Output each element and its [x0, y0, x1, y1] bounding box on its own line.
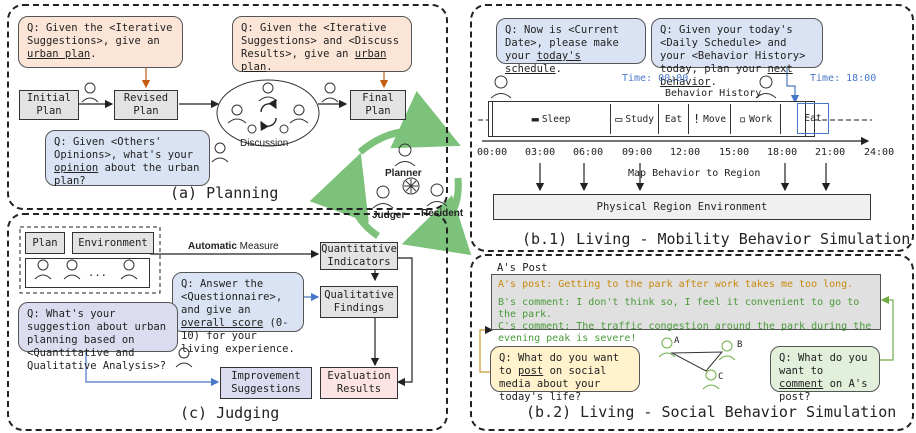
activity-work: ▫Work	[731, 104, 781, 134]
evaluation-results-box: Evaluation Results	[320, 367, 398, 399]
tick-1: 03:00	[525, 147, 556, 158]
tick-5: 15:00	[719, 147, 750, 158]
judging-people-icons	[34, 259, 193, 368]
question-discuss: Q: Given the <Iterative Suggestions> and…	[232, 16, 412, 73]
initial-plan-box: Initial Plan	[19, 90, 79, 120]
agent-icons	[372, 143, 448, 209]
environment-box: Environment	[72, 232, 154, 254]
social-panel	[470, 254, 914, 431]
behavior-timeline: ▬Sleep ▭Study Eat !Move ▫Work	[488, 101, 815, 137]
walk-icon: !	[692, 112, 701, 126]
cycle-icon	[260, 98, 277, 132]
question-opinion: Q: Given <Others' Opinions>, what's your…	[45, 130, 210, 187]
quantitative-indicators-box: Quantitative Indicators	[320, 242, 398, 270]
planning-panel	[7, 4, 448, 210]
final-plan-box: Final Plan	[350, 90, 406, 120]
node-a-label: A	[674, 336, 680, 346]
discussion-ellipse	[216, 79, 320, 147]
node-b-label: B	[737, 340, 743, 350]
tick-3: 09:00	[622, 147, 653, 158]
question-post: Q: What do you want to post on social me…	[490, 346, 640, 403]
physical-environment-box: Physical Region Environment	[493, 194, 871, 220]
arrow-q-improve	[85, 350, 220, 387]
question-next-behavior: Q: Given your today's <Daily Schedule> a…	[651, 18, 823, 88]
automatic-measure-label: Automatic Measure	[188, 241, 279, 252]
residents-box: ...	[25, 258, 150, 288]
tick-4: 12:00	[670, 147, 701, 158]
book-icon: ▭	[615, 112, 623, 126]
arrow-q-post	[479, 325, 494, 373]
planner-label: Planner	[385, 168, 422, 179]
comment-c: C's comment: The traffic congestion arou…	[498, 321, 872, 344]
post-text: A's post: Getting to the park after work…	[498, 279, 854, 290]
plan-box: Plan	[25, 232, 65, 254]
judger-label: Judger	[372, 210, 406, 221]
social-people-icons	[658, 337, 736, 390]
person-icon	[81, 82, 339, 163]
qualitative-findings-box: Qualitative Findings	[320, 286, 398, 318]
question-comment: Q: What do you want to comment on A's po…	[770, 346, 880, 403]
planning-caption: (a) Planning	[170, 184, 279, 202]
mobility-panel	[470, 4, 914, 252]
improvement-suggestions-box: Improvement Suggestions	[220, 367, 312, 399]
timeline-inner	[492, 102, 806, 136]
tick-7: 21:00	[815, 147, 846, 158]
arrow-q-comment	[880, 295, 894, 361]
activity-study: ▭Study	[611, 104, 659, 134]
judging-caption: (c) Judging	[180, 404, 280, 422]
question-iterative: Q: Given the <Iterative Suggestions>, gi…	[18, 16, 183, 68]
judging-panel	[7, 213, 448, 431]
comment-b: B's comment: I don't think so, I feel it…	[498, 297, 860, 320]
post-box: A's post: Getting to the park after work…	[491, 274, 881, 344]
revised-plan-box: Revised Plan	[114, 90, 178, 120]
tick-2: 06:00	[573, 147, 604, 158]
mobility-caption: (b.1) Living - Mobility Behavior Simulat…	[522, 230, 911, 248]
resident-label: Resident	[421, 208, 464, 219]
time-current: Time: 18:00	[810, 73, 877, 84]
map-behavior-label: Map Behavior to Region	[628, 168, 761, 179]
behavior-history-label: Behavior History	[665, 88, 762, 99]
activity-eat: Eat	[659, 104, 689, 134]
activity-eat-next: Eat	[797, 103, 829, 134]
mobility-person-icons	[490, 75, 777, 99]
activity-move: !Move	[689, 104, 731, 134]
tick-0: 00:00	[477, 147, 508, 158]
social-caption: (b.2) Living - Social Behavior Simulatio…	[526, 403, 897, 421]
question-questionnaire: Q: Answer the <Questionnaire>, and give …	[172, 272, 304, 355]
bed-icon: ▬	[531, 112, 539, 126]
social-network-triangle	[670, 351, 724, 372]
tick-6: 18:00	[767, 147, 798, 158]
judging-input-group	[19, 226, 161, 294]
center-cycle-arrows	[309, 90, 472, 256]
node-c-label: C	[718, 372, 724, 382]
arrow-q-next	[786, 68, 800, 104]
discussion-label: Discussion	[240, 138, 289, 149]
map-arrows	[535, 163, 831, 192]
tick-8: 24:00	[864, 147, 895, 158]
question-suggestion: Q: What's your suggestion about urban pl…	[18, 302, 178, 372]
laptop-icon: ▫	[738, 112, 747, 126]
question-current-date: Q: Now is <Current Date>, please make yo…	[496, 18, 646, 75]
activity-sleep: ▬Sleep	[492, 104, 611, 134]
post-title: A's Post	[497, 262, 548, 274]
time-start: Time: 00:00	[622, 73, 689, 84]
